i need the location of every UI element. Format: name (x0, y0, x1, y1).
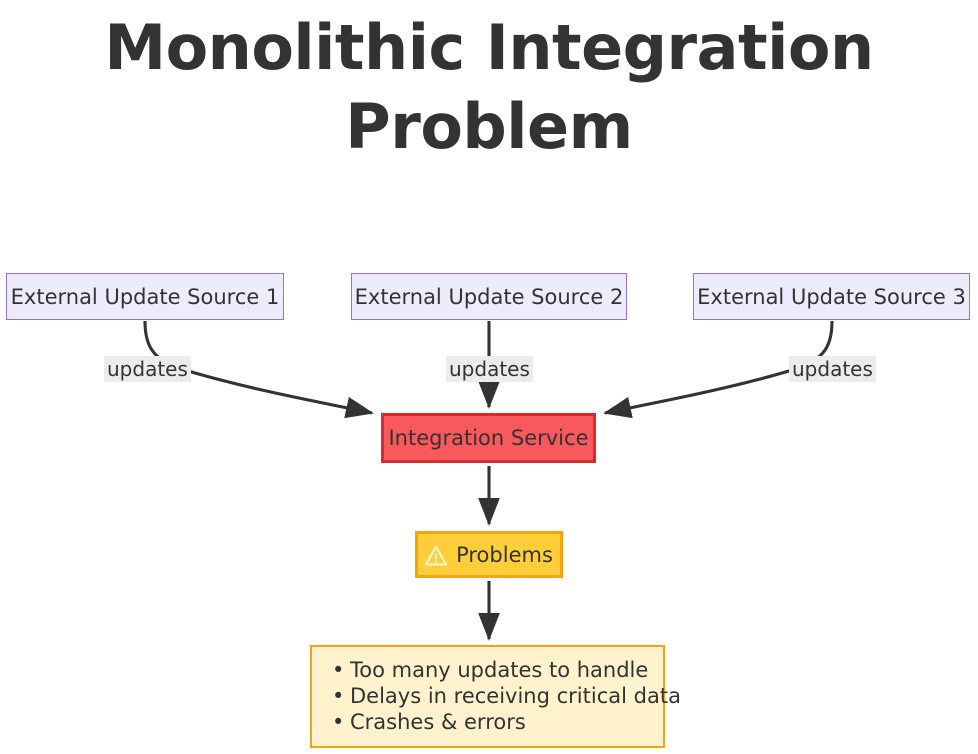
edge-label-updates-3: updates (789, 356, 876, 382)
node-problems[interactable]: Problems (415, 531, 563, 578)
edge-label-updates-1: updates (104, 356, 191, 382)
node-label: External Update Source 3 (697, 284, 966, 309)
issues-bullet-list: Too many updates to handle Delays in rec… (330, 657, 681, 735)
node-label: External Update Source 2 (354, 284, 624, 309)
page-title: Monolithic Integration Problem (104, 11, 874, 164)
node-label: External Update Source 1 (10, 284, 280, 309)
node-external-update-source-1[interactable]: External Update Source 1 (6, 273, 284, 320)
node-external-update-source-3[interactable]: External Update Source 3 (693, 273, 970, 320)
edge-label-updates-2: updates (446, 356, 533, 382)
node-issues-list[interactable]: Too many updates to handle Delays in rec… (310, 645, 681, 748)
node-label: Integration Service (388, 426, 589, 450)
node-label: Problems (456, 542, 553, 567)
list-item: Delays in receiving critical data (330, 683, 681, 709)
list-item: Crashes & errors (330, 709, 663, 735)
list-item: Too many updates to handle (330, 657, 663, 683)
node-external-update-source-2[interactable]: External Update Source 2 (351, 273, 627, 320)
node-integration-service[interactable]: Integration Service (381, 413, 596, 463)
warning-triangle-icon (425, 545, 448, 566)
